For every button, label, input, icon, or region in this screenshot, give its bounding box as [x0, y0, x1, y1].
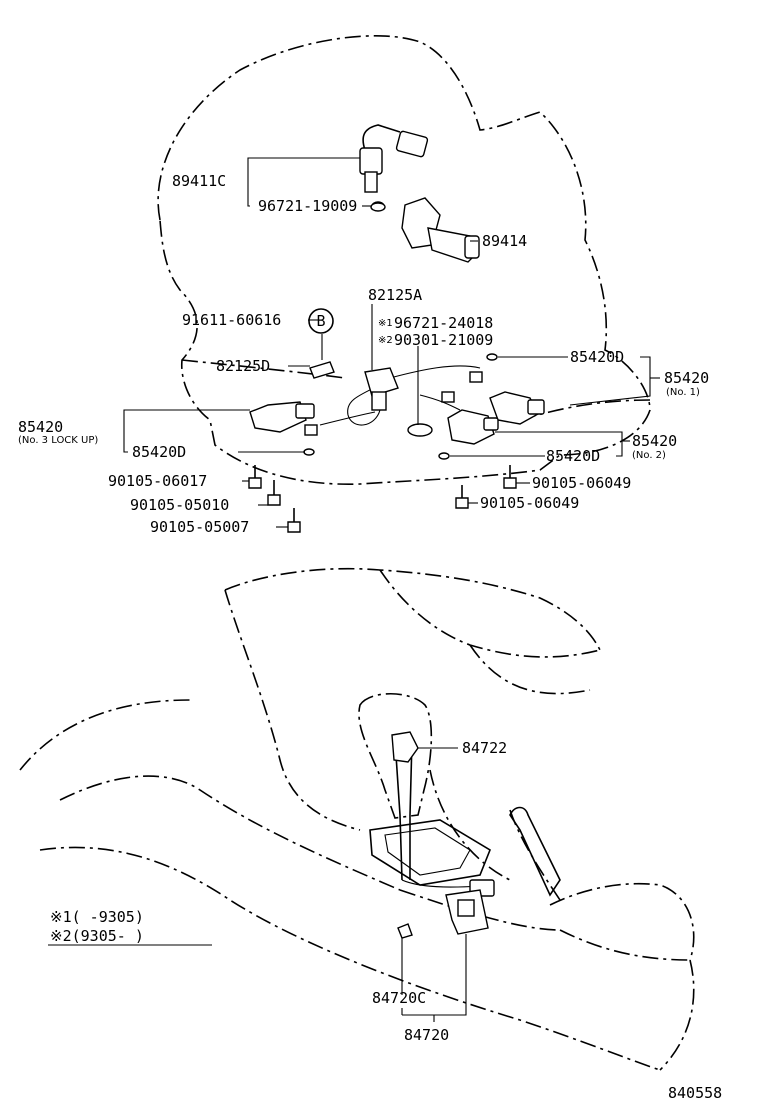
bolt-90105-06049b [455, 485, 469, 509]
leader-lines-lower [48, 747, 467, 1022]
leader-lines-upper [123, 157, 660, 528]
bolt-90105-05010 [267, 480, 281, 506]
label-85420d-left: 85420D [132, 443, 186, 461]
label-84722: 84722 [462, 739, 507, 757]
solenoid-no3 [249, 401, 315, 433]
label-90105-06049b: 90105-06049 [480, 494, 579, 512]
label-90105-06049a: 90105-06049 [532, 474, 631, 492]
label-91611-60616: 91611-60616 [182, 311, 281, 329]
mark1-label: ※1 [378, 318, 393, 329]
ref-circle-b [308, 308, 334, 334]
label-82125a: 82125A [368, 286, 422, 304]
shift-gate-plate [369, 819, 491, 886]
label-84720: 84720 [404, 1026, 449, 1044]
label-85420d-right: 85420D [546, 447, 600, 465]
floor-console-outline [19, 567, 695, 1071]
o-ring-85420d-top [486, 353, 498, 361]
label-84720c: 84720C [372, 989, 426, 1007]
label-90301-21009: 90301-21009 [394, 331, 493, 349]
label-85420d-top: 85420D [570, 348, 624, 366]
solenoid-no2 [447, 409, 499, 445]
label-96721-19009: 96721-19009 [258, 197, 357, 215]
label-89411c: 89411C [172, 172, 226, 190]
speed-sensor-89414 [401, 197, 480, 263]
label-90105-06017: 90105-06017 [108, 472, 207, 490]
solenoid-no1 [489, 391, 545, 425]
label-89414: 89414 [482, 232, 527, 250]
wiring-harness [304, 361, 483, 437]
note-no2: (No. 2) [632, 450, 666, 461]
diagram-id: 840558 [668, 1084, 722, 1102]
bolt-90105-06017 [248, 465, 262, 489]
label-85420-no1: 85420 [664, 369, 709, 387]
label-85420-no3: 85420 [18, 418, 63, 436]
label-90105-05007: 90105-05007 [150, 518, 249, 536]
label-85420-no2: 85420 [632, 432, 677, 450]
bolt-90105-05007 [287, 508, 301, 533]
label-96721-24018: 96721-24018 [394, 314, 493, 332]
transmission-case-outline [157, 35, 651, 485]
bolt-90105-06049a [503, 465, 517, 489]
o-ring-85420d-right [438, 452, 450, 460]
note-no3: (No. 3 LOCK UP) [18, 435, 98, 446]
overdrive-switch-84720 [397, 879, 495, 939]
shift-knob [358, 693, 433, 881]
label-82125d: 82125D [216, 357, 270, 375]
ref-label-b: B [316, 312, 325, 330]
label-90105-05010: 90105-05010 [130, 496, 229, 514]
note-no1: (No. 1) [666, 387, 700, 398]
o-ring-96721-19009 [370, 202, 386, 212]
o-ring-85420d-left [303, 448, 315, 456]
legend-line-1: ※1( -9305) [50, 908, 144, 926]
parking-brake-lever [509, 806, 561, 897]
speed-sensor-89411c [359, 124, 429, 211]
mark2-label: ※2 [378, 335, 393, 346]
legend-line-2: ※2(9305- ) [50, 927, 144, 945]
